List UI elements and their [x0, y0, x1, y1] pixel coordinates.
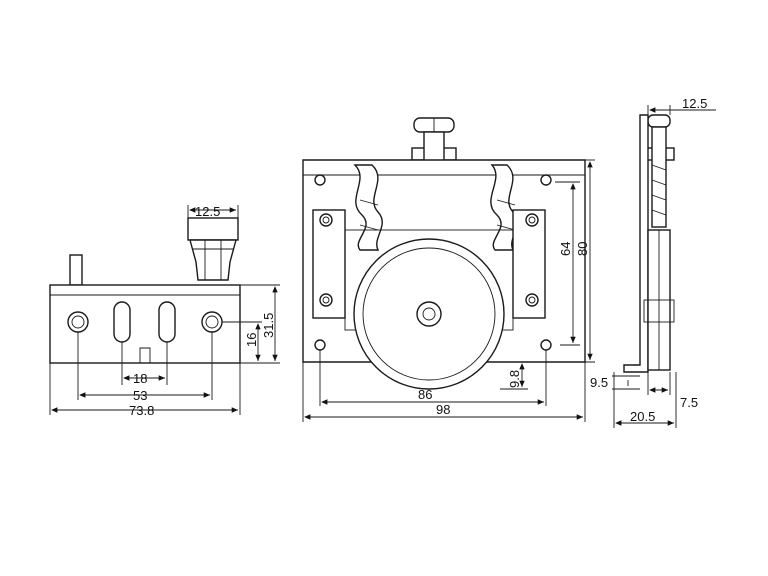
bracket-right [512, 209, 546, 319]
roller-wheel [353, 238, 505, 390]
dim-side-top-width: 12.5 [682, 96, 707, 111]
dim-plate-height: 31.5 [261, 313, 276, 338]
front-view: 64 80 9.8 86 98 [302, 117, 595, 422]
dim-slot-spacing: 18 [133, 371, 147, 386]
guide-post [69, 254, 83, 286]
spring-left [353, 164, 383, 251]
side-screw-head [647, 114, 671, 128]
side-view: 12.5 9.5 7.5 20.5 [590, 96, 716, 428]
dim-base-height: 9.5 [590, 375, 608, 390]
bracket-left [312, 209, 346, 319]
wheel-axle [416, 301, 442, 327]
dim-hole-height: 16 [244, 333, 259, 347]
dim-overall-height: 80 [575, 242, 590, 256]
dim-wheel-thickness: 7.5 [680, 395, 698, 410]
side-plate [623, 114, 649, 373]
dim-side-depth: 20.5 [630, 409, 655, 424]
dim-overall-width-left: 73.8 [129, 403, 154, 418]
adjust-knob-body [189, 239, 237, 281]
mounting-plate-side [49, 284, 241, 364]
dim-overall-width-front: 98 [436, 402, 450, 417]
dim-hole-span: 86 [418, 387, 432, 402]
dim-wheel-offset: 9.8 [507, 370, 522, 388]
dim-inner-height: 64 [558, 242, 573, 256]
left-view: 12.5 31.5 16 18 53 73.8 [49, 204, 280, 418]
dim-knob-width: 12.5 [195, 204, 220, 219]
dim-hole-spacing: 53 [133, 388, 147, 403]
adjust-knob-cap [187, 217, 239, 241]
